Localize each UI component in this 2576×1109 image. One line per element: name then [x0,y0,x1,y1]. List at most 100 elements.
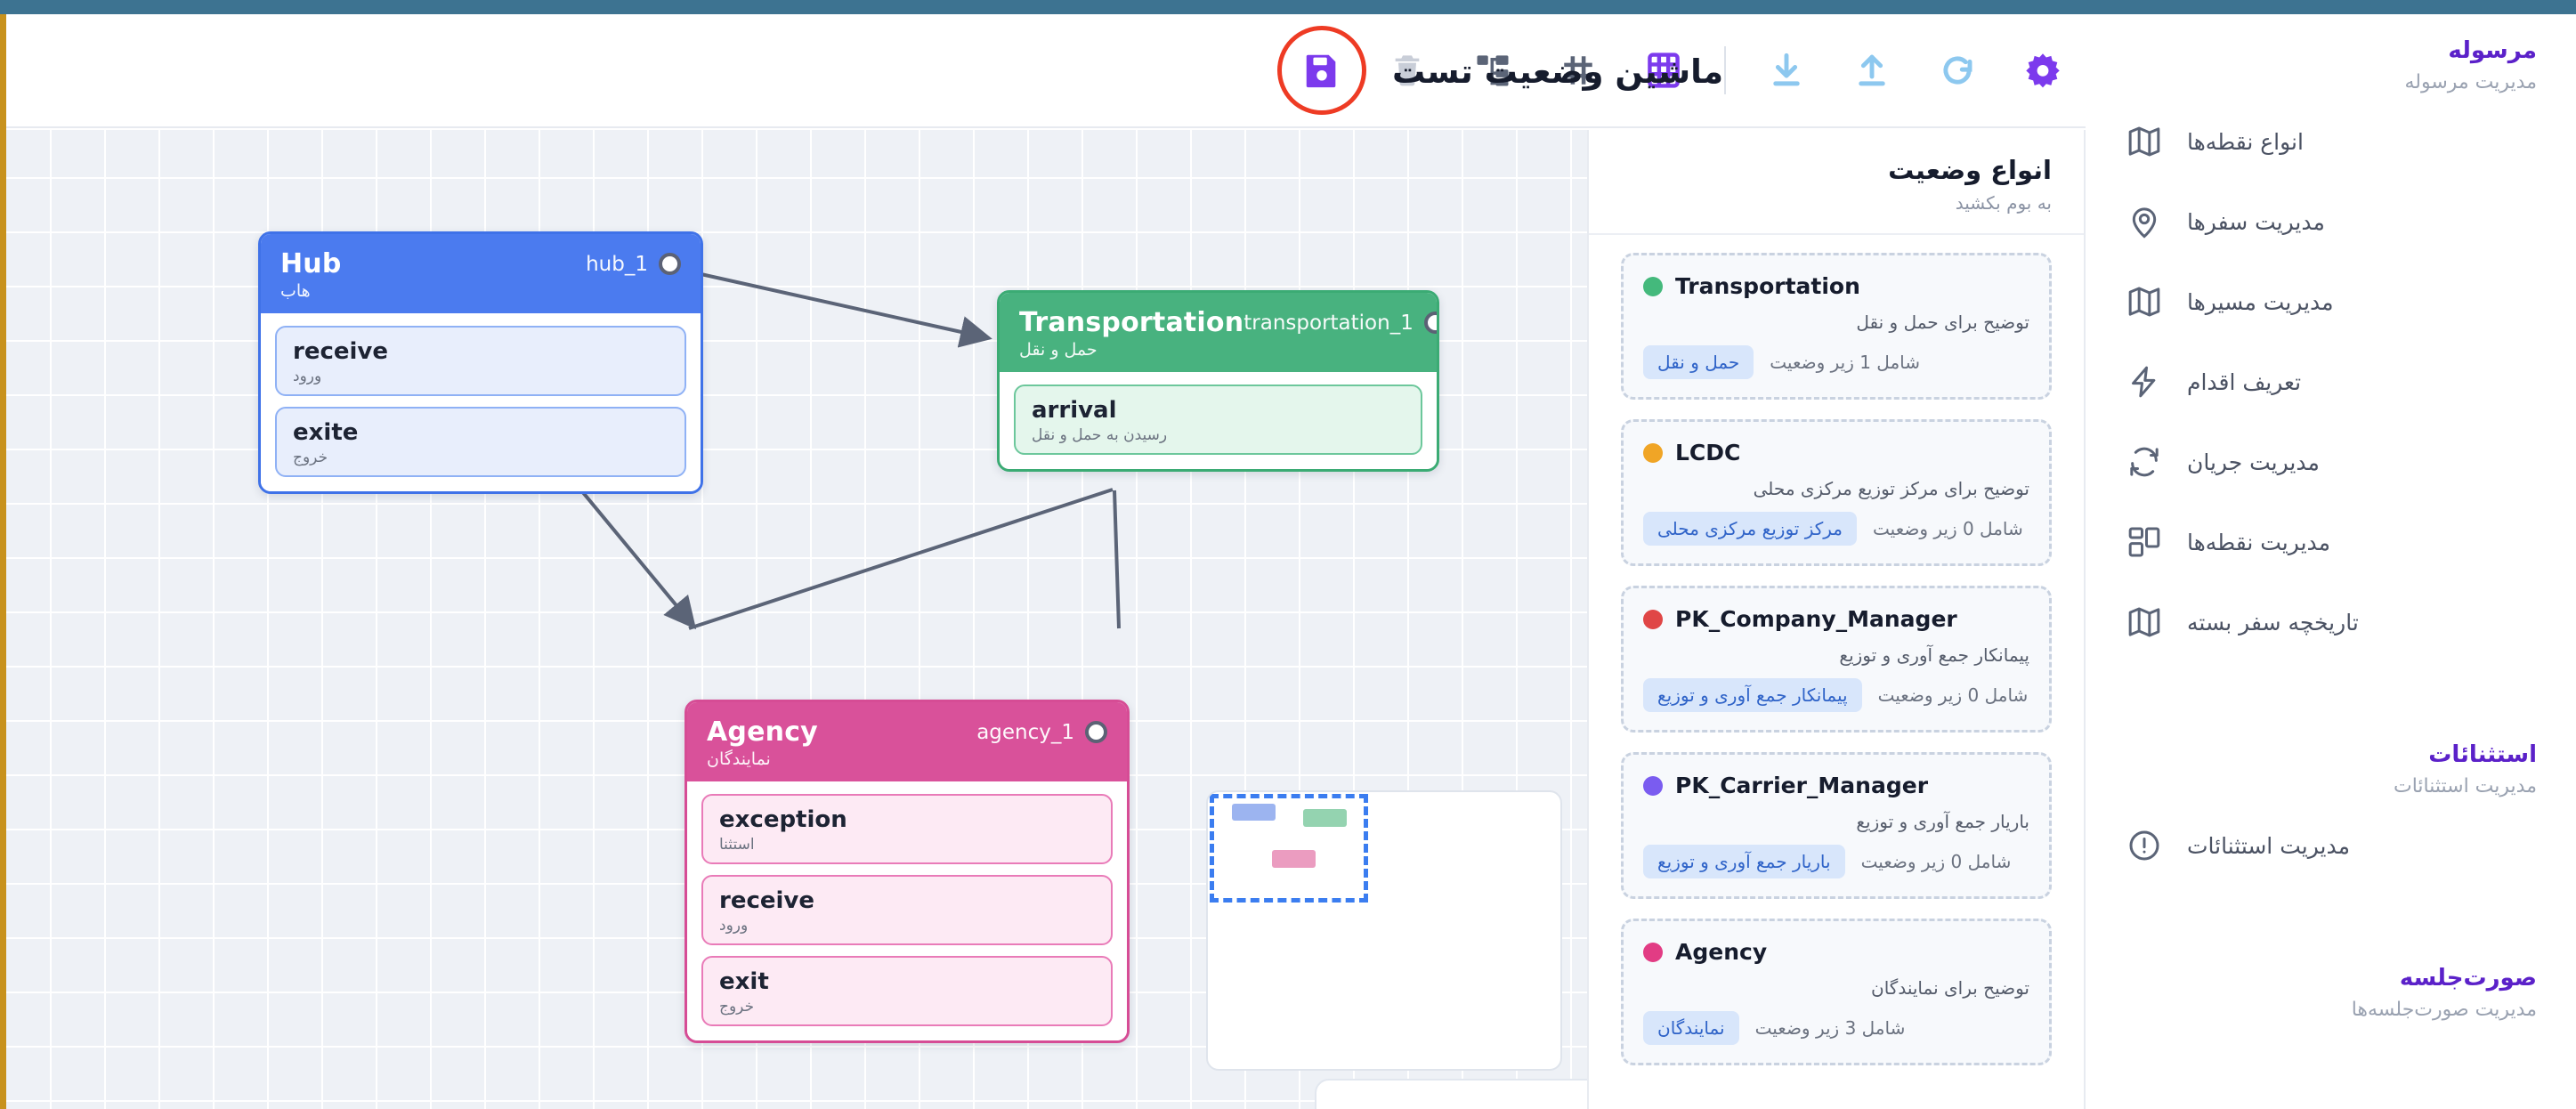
node-subtitle: هاب [280,281,311,301]
node-output-port[interactable] [659,253,681,275]
alert-circle-icon [2125,826,2164,865]
state-panel-title: انواع وضعیت [1888,155,2052,185]
sidebar-item-label: انواع نقطه‌ها [2187,128,2304,155]
sub-item-name: receive [719,887,814,914]
state-card[interactable]: PK_Company_Manager پیمانکار جمع آوری و ت… [1621,586,2052,733]
flow-canvas[interactable]: Hub hub_1 هاب receive ورود exite خروج [6,130,1587,1109]
state-card[interactable]: LCDC توضیح برای مرکز توزیع مرکزی محلی مر… [1621,419,2052,566]
state-card-desc: توضیح برای حمل و نقل [1856,312,2029,333]
node-title: Transportation [1019,307,1244,338]
flow-node-agency[interactable]: Agency agency_1 نمایندگان exception استث… [685,700,1130,1043]
flow-node-transportation[interactable]: Transportation transportation_1 حمل و نق… [997,290,1439,472]
sub-item-name: exite [293,419,359,446]
node-sub-item[interactable]: receive ورود [701,875,1113,945]
node-sub-item[interactable]: exit خروج [701,956,1113,1026]
node-sub-item[interactable]: exite خروج [275,407,686,477]
state-card-badge: پیمانکار جمع آوری و توزیع [1643,678,1862,712]
sidebar-item-routes[interactable]: مدیریت مسیرها [2086,268,2576,336]
sidebar-item-label: مدیریت جریان [2187,449,2320,475]
sidebar-item-label: تاریخچه سفر بسته [2187,609,2359,635]
node-sub-item[interactable]: receive ورود [275,326,686,396]
state-card-count: شامل 0 زیر وضعیت [1873,518,2023,539]
download-icon [1768,52,1805,89]
node-title: Hub [280,248,342,279]
state-card-desc: باریار جمع آوری و توزیع [1856,811,2029,832]
refresh-cycle-icon [2125,442,2164,482]
state-panel-header: انواع وضعیت به بوم بکشید [1589,130,2084,235]
state-card-badge: مرکز توزیع مرکزی محلی [1643,512,1858,546]
map-pin-icon [2125,202,2164,241]
sub-item-desc: رسیدن به حمل و نقل [1032,426,1168,444]
edge-hub-transportation [696,271,992,348]
trash-icon [1389,53,1425,88]
auto-layout-button[interactable] [1450,28,1535,113]
node-key: hub_1 [586,252,648,276]
grid-toggle-button[interactable] [1535,28,1621,113]
state-card-count: شامل 1 زیر وضعیت [1770,352,1921,373]
sidebar-item-parcel-trip-history[interactable]: تاریخچه سفر بسته [2086,588,2576,656]
state-types-panel: انواع وضعیت به بوم بکشید Transportation … [1587,130,2086,1109]
system-topbar [0,0,2576,14]
nav-section-subtitle: مدیریت صورت‌جلسه‌ها [2351,999,2537,1021]
nav-section-subtitle: مدیریت مرسوله [2404,71,2537,93]
minimap-node [1232,804,1276,821]
node-sub-item[interactable]: arrival رسیدن به حمل و نقل [1014,385,1422,455]
node-output-port[interactable] [1085,721,1107,743]
sub-item-desc: ورود [719,917,749,935]
state-card[interactable]: PK_Carrier_Manager باریار جمع آوری و توز… [1621,752,2052,899]
layout-blocks-icon [2125,522,2164,562]
nav-section-exceptions: استثنائات مدیریت استثنائات [2086,718,2576,799]
state-card-count: شامل 0 زیر وضعیت [1860,851,2012,872]
node-output-port[interactable] [1423,312,1437,334]
node-header: Transportation transportation_1 حمل و نق… [1000,293,1437,372]
state-panel-subtitle: به بوم بکشید [1955,192,2052,214]
status-dot-icon [1643,775,1663,796]
state-card[interactable]: Agency توضیح برای نمایندگان نمایندگان شا… [1621,919,2052,1065]
left-accent-strip [0,14,6,1109]
nav-section-minutes: صورت‌جلسه مدیریت صورت‌جلسه‌ها [2086,942,2576,1023]
state-card-count: شامل 3 زیر وضعیت [1754,1017,1906,1039]
sidebar-item-point-management[interactable]: مدیریت نقطه‌ها [2086,508,2576,576]
sidebar-item-flow-management[interactable]: مدیریت جریان [2086,428,2576,496]
sidebar-item-label: مدیریت استثنائات [2187,832,2350,859]
nav-sidebar: مرسوله مدیریت مرسوله انواع نقطه‌ها مدیری… [2086,14,2576,1109]
node-key: agency_1 [976,720,1074,744]
state-card[interactable]: Transportation توضیح برای حمل و نقل حمل … [1621,253,2052,400]
refresh-button[interactable] [1915,28,2000,113]
sub-item-desc: ورود [293,368,322,385]
node-body: receive ورود exite خروج [261,313,701,491]
download-button[interactable] [1744,28,1829,113]
state-card-desc: توضیح برای مرکز توزیع مرکزی محلی [1753,478,2029,499]
node-body: exception استثنا receive ورود exit خروج [687,781,1127,1040]
sidebar-item-exception-management[interactable]: مدیریت استثنائات [2086,812,2576,879]
flow-node-hub[interactable]: Hub hub_1 هاب receive ورود exite خروج [258,231,703,494]
sidebar-item-point-types[interactable]: انواع نقطه‌ها [2086,108,2576,175]
table-view-button[interactable] [1621,28,1706,113]
sidebar-item-trips[interactable]: مدیریت سفرها [2086,188,2576,255]
gear-icon [2023,51,2062,90]
sidebar-item-label: تعریف اقدام [2187,368,2302,395]
sidebar-item-define-action[interactable]: تعریف اقدام [2086,348,2576,416]
node-header: Hub hub_1 هاب [261,234,701,313]
upload-button[interactable] [1829,28,1915,113]
sub-item-name: exception [719,806,847,833]
edge-helper [692,627,1119,628]
nav-section-title: مرسوله [2448,37,2537,64]
sidebar-item-label: مدیریت نقطه‌ها [2187,529,2331,555]
state-card-desc: توضیح برای نمایندگان [1871,977,2029,999]
state-card-badge: نمایندگان [1643,1011,1739,1045]
settings-button[interactable] [2000,28,2086,113]
canvas-controls-bar[interactable] [1315,1079,1587,1109]
sub-item-name: arrival [1032,397,1117,424]
hierarchy-icon [1474,52,1511,89]
node-subtitle: نمایندگان [707,749,771,769]
state-card-count: شامل 0 زیر وضعیت [1877,684,2029,706]
map-icon [2125,122,2164,161]
minimap-viewport[interactable] [1210,794,1368,903]
nav-section-subtitle: مدیریت استثنائات [2393,775,2537,797]
minimap[interactable] [1206,790,1562,1071]
state-card-list: Transportation توضیح برای حمل و نقل حمل … [1589,235,2084,1094]
delete-button[interactable] [1365,28,1450,113]
node-sub-item[interactable]: exception استثنا [701,794,1113,864]
